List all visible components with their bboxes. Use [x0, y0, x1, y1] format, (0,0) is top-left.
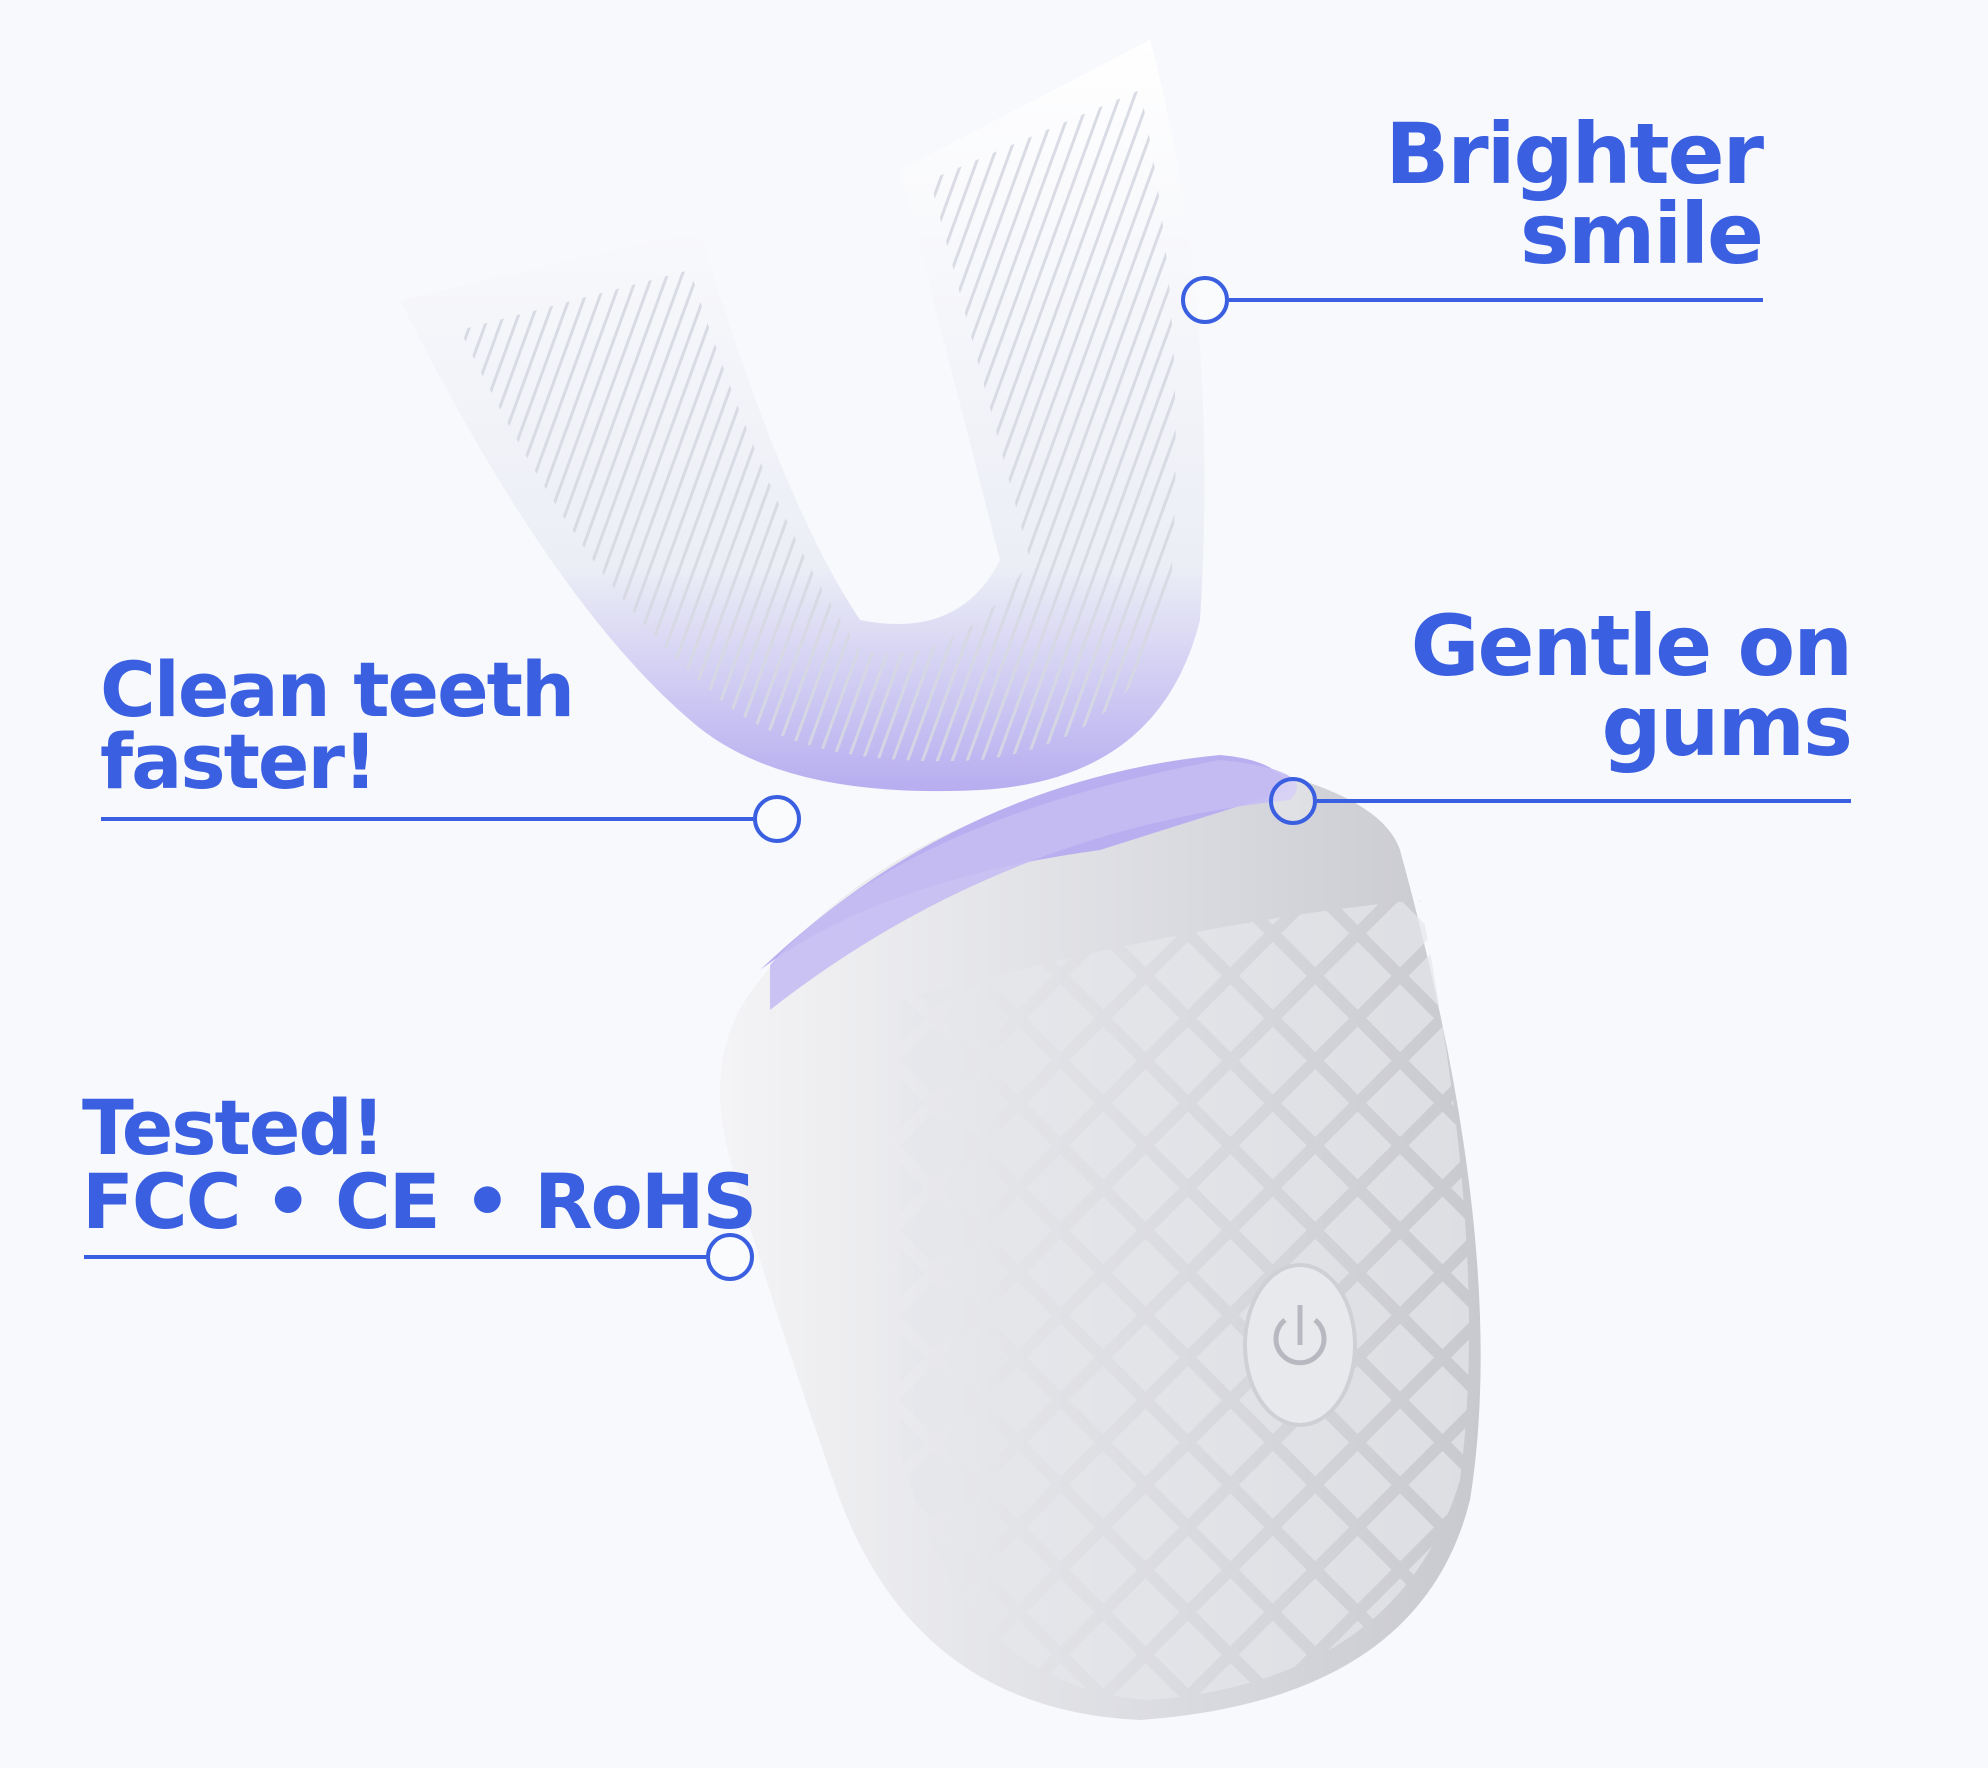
- callout-line-tested: [84, 1255, 706, 1259]
- callout-line2: smile: [1519, 185, 1764, 283]
- callout-dot-clean: [753, 795, 801, 843]
- callout-line2: gums: [1601, 677, 1853, 775]
- callout-line1: Clean teeth: [100, 645, 575, 734]
- callout-brighter-smile: Brighter smile: [1385, 105, 1764, 283]
- callout-gentle-gums: Gentle on gums: [1410, 597, 1853, 775]
- callout-dot-gentle: [1269, 777, 1317, 825]
- callout-dot-brighter: [1181, 276, 1229, 324]
- callout-dot-tested: [706, 1233, 754, 1281]
- mouthpiece: [400, 40, 1205, 792]
- callout-clean-teeth: Clean teeth faster!: [100, 645, 575, 806]
- callout-line-clean: [101, 817, 753, 821]
- callout-line1: Gentle on: [1410, 597, 1853, 695]
- callout-line-brighter: [1229, 298, 1763, 302]
- callout-line2: faster!: [100, 717, 378, 806]
- handle-body: [720, 755, 1481, 1720]
- callout-tested: Tested! FCC • CE • RoHS: [82, 1083, 757, 1246]
- callout-line2: FCC • CE • RoHS: [82, 1157, 757, 1246]
- callout-line1: Tested!: [82, 1083, 385, 1172]
- callout-line1: Brighter: [1385, 105, 1764, 203]
- callout-line-gentle: [1317, 799, 1851, 803]
